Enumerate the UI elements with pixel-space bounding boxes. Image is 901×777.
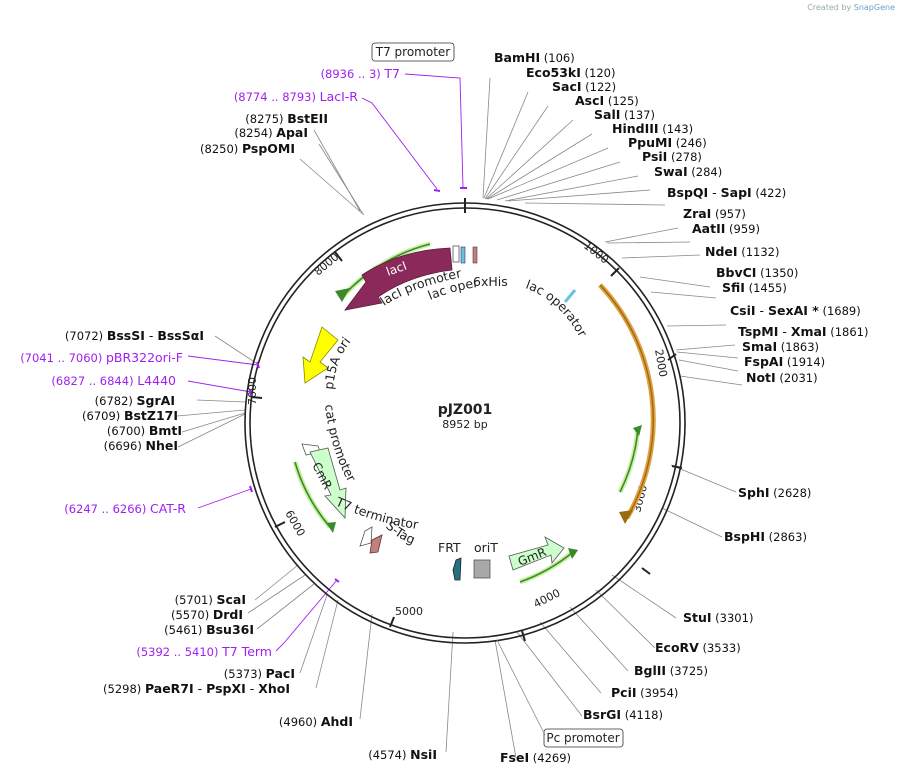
site-label-tspmi: TspMI - XmaI (1861) [738,324,868,339]
site-label-zrai: ZraI (957) [683,206,746,221]
FRT-mark [452,557,462,581]
site-label-ecorv: EcoRV (3533) [655,640,741,655]
GmR-label: GmR [516,545,548,569]
site-label-paci: (5373) PacI [224,666,295,681]
site-label-bsrgi: BsrGI (4118) [583,707,663,722]
site-label-fsei: FseI (4269) [500,750,571,765]
CmR-arrow [309,447,347,519]
site-label-saci: SacI (122) [552,79,616,94]
lacI-promoter-mark [452,245,460,263]
site-label-ndei: NdeI (1132) [705,244,779,259]
site-label-bsphi: BspHI (2863) [724,529,807,544]
site-label-sali: SalI (137) [594,107,655,122]
site-label-nsii: (4574) NsiI [368,747,437,762]
site-label-asci: AscI (125) [575,93,639,108]
primer-label-t7: (8936 .. 3) T7 [321,66,400,81]
site-label-bmti: (6700) BmtI [107,423,182,438]
lacI-label: lacI [384,259,408,279]
lac-operator-mark-2 [563,289,577,303]
site-label-fspai: FspAI (1914) [744,354,825,369]
orf-arc-green-4-head [568,548,578,559]
T7-terminator-label: T7 terminator [333,494,420,533]
site-label-ahdi: (4960) AhdI [279,714,353,729]
snapgene-credit: Created by SnapGene [807,3,895,12]
T7-terminator-mark [359,526,373,547]
primer-labels: (8936 .. 3) T7 (8774 .. 8793) LacI-R (7041… [20,66,400,659]
site-label-stui: StuI (3301) [683,610,753,625]
site-labels: BamHI (106)Eco53kI (120)SacI (122)AscI (… [65,50,869,765]
site-label-noti: NotI (2031) [746,370,818,385]
site-label-eco53ki: Eco53kI (120) [526,65,616,80]
pc-promoter-box [543,728,624,748]
site-label-drdi: (5570) DrdI [171,607,243,622]
site-label-psii: PsiI (278) [642,149,702,164]
site-label-ppumi: PpuMI (246) [628,135,707,150]
tick-label-1000: 1000 [581,239,611,266]
primer-label-catr: (6247 .. 6266) CAT-R [64,501,186,516]
site-label-smai: SmaI (1863) [742,339,819,354]
his-tag-mark [472,246,478,264]
site-label-bglii: BglII (3725) [634,663,708,678]
plasmid-name: pJZ001 [438,402,493,418]
primer-leader-lines [187,73,464,652]
site-label-hindiii: HindIII (143) [612,121,693,136]
orf-arc-green-1-head [335,288,350,302]
site-label-bbvci: BbvCI (1350) [716,265,798,280]
primer-label-pbr322orif: (7041 .. 7060) pBR322ori-F [20,350,183,365]
site-label-bsu36i: (5461) Bsu36I [164,622,254,637]
site-leader-lines [176,77,743,759]
primer-label-lacir: (8774 .. 8793) LacI-R [234,89,358,104]
site-label-bspqi: BspQI - SapI (422) [667,185,786,200]
site-label-paer7i: (5298) PaeR7I - PspXI - XhoI [103,681,290,696]
scale-ticks [250,251,683,642]
snapgene-brand: SnapGene [853,3,895,12]
site-label-nhei: (6696) NheI [104,438,178,453]
site-label-bsteii: (8275) BstEII [245,111,328,126]
orf-arc-green-3-head [326,522,336,533]
site-label-swai: SwaI (284) [654,164,722,179]
his-tag-label: 6xHis [473,274,508,289]
site-label-pcii: PciI (3954) [611,685,678,700]
orf-arc-green-2-head [633,425,642,436]
oriT-label: oriT [474,540,498,555]
lacI-arrow [344,247,453,311]
tick-label-5000: 5000 [395,605,423,618]
site-label-pspomi: (8250) PspOMI [200,141,295,156]
pc-promoter-label: Pc promoter [546,731,619,745]
tick-label-6000: 6000 [282,508,307,539]
primer-markers [249,187,467,583]
site-label-sgrai: (6782) SgrAI [95,393,175,408]
site-label-aatii: AatII (959) [692,221,760,236]
orf-arc-green-2 [617,427,641,494]
site-label-apai: (8254) ApaI [234,125,308,140]
orf-arc-green-3-line [294,461,331,528]
pc-promoter-leader [496,639,546,736]
tick-label-2000: 2000 [652,348,670,378]
p15A-ori-arrow [302,326,339,384]
site-label-sphi: SphI (2628) [738,485,811,500]
oriT-mark [473,559,491,579]
site-label-scai: (5701) ScaI [175,592,246,607]
lac-operator-mark-1 [460,246,466,264]
orf-arc-orange-inner [599,284,654,519]
site-label-bamhi: BamHI (106) [494,50,575,65]
lac-operator-label-2: lac operator [524,277,591,340]
site-label-bsssi: (7072) BssSI - BssSαI [65,328,204,343]
t7-promoter-box [371,42,455,62]
primer-label-t7term: (5392 .. 5410) T7 Term [136,644,272,659]
site-label-sfii: SfiI (1455) [722,280,787,295]
tick-label-4000: 4000 [531,586,562,610]
t7-promoter-label: T7 promoter [375,45,451,59]
primer-label-l4440: (6827 .. 6844) L4440 [51,373,176,388]
orf-arc-orange-head [619,510,633,524]
plasmid-length: 8952 bp [442,418,487,431]
GmR-arrow [508,536,565,571]
credit-prefix: Created by [807,3,852,12]
S-Tag-mark [369,534,383,554]
site-label-bstz17i: (6709) BstZ17I [82,408,178,423]
tick-label-7000: 7000 [246,377,259,405]
site-label-csii: CsiI - SexAI * (1689) [730,303,861,318]
FRT-label: FRT [438,540,461,555]
